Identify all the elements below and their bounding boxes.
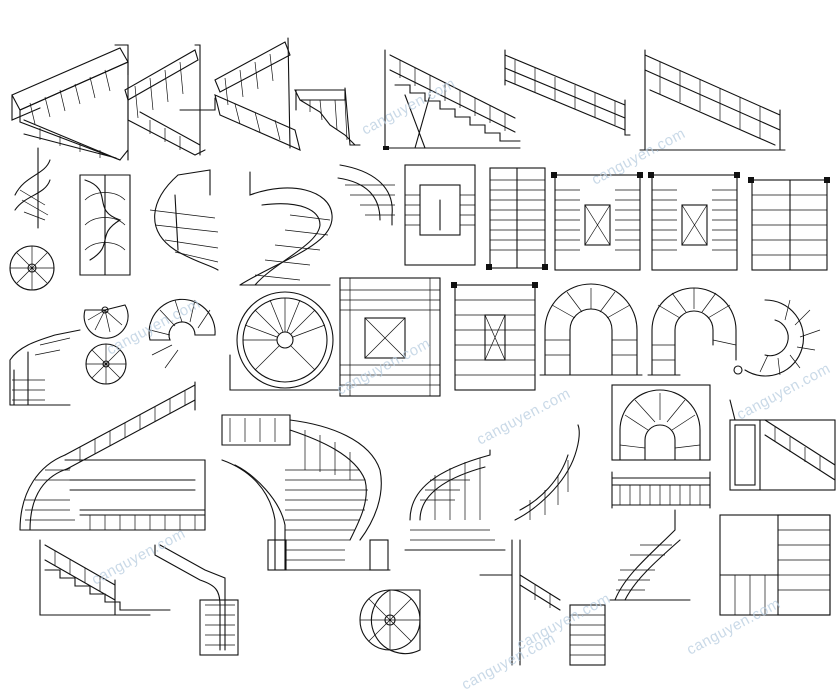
stair-perspective-1 bbox=[11, 44, 129, 161]
spiral-stair-plan-arch bbox=[611, 384, 711, 461]
watermark-1: canguyen.com bbox=[359, 75, 458, 139]
stair-elevation-2 bbox=[504, 49, 631, 136]
watermark-7: canguyen.com bbox=[89, 525, 188, 589]
grand-staircase-elevation-2 bbox=[221, 414, 391, 571]
balustrade-elevation bbox=[611, 471, 711, 509]
curved-stair-elevation-2 bbox=[239, 171, 333, 286]
square-stair-plan-2 bbox=[451, 282, 538, 391]
watermark-6: canguyen.com bbox=[734, 360, 833, 424]
double-stair-plan-2 bbox=[648, 172, 740, 271]
spiral-stair-plan-bottom bbox=[359, 589, 421, 655]
spiral-stair-plan-small bbox=[9, 245, 55, 291]
double-stair-plan-1 bbox=[551, 172, 643, 271]
watermark-9: canguyen.com bbox=[684, 595, 783, 659]
watermark-layer: canguyen.com canguyen.com canguyen.com c… bbox=[89, 75, 833, 694]
stair-elevation-1 bbox=[383, 49, 521, 150]
curved-stair-elevation-5 bbox=[514, 424, 580, 521]
curved-stair-elevation-3 bbox=[337, 164, 395, 226]
arch-stair-plan-1 bbox=[539, 283, 643, 376]
watermark-5: canguyen.com bbox=[474, 385, 573, 449]
grand-staircase-elevation-1 bbox=[19, 381, 206, 531]
stair-perspective-3 bbox=[179, 37, 301, 151]
arch-stair-plan-2 bbox=[647, 287, 737, 376]
u-stair-plan-1 bbox=[404, 164, 476, 266]
straight-stair-plan-1 bbox=[486, 167, 548, 270]
watermark-2: canguyen.com bbox=[589, 125, 688, 189]
watermark-3: canguyen.com bbox=[104, 295, 203, 359]
double-stair-plan-3 bbox=[748, 177, 830, 271]
curved-stair-elevation-4 bbox=[404, 449, 506, 551]
spiral-stair-plan-quarter bbox=[83, 304, 129, 339]
stair-elevation-bottom-2 bbox=[479, 539, 606, 666]
stair-elevation-bottom-1 bbox=[39, 539, 171, 616]
stair-elevation-right-1 bbox=[729, 399, 836, 491]
stair-elevation-small-left bbox=[9, 329, 81, 406]
watermark-4: canguyen.com bbox=[334, 335, 433, 399]
stair-perspective-2 bbox=[124, 44, 206, 156]
spiral-stair-elevation-small bbox=[14, 147, 51, 229]
curved-stair-elevation-6 bbox=[609, 509, 691, 601]
l-stair-plan-right bbox=[719, 514, 831, 616]
spiral-stair-plan-2 bbox=[85, 343, 127, 385]
spiral-stair-elevation-2 bbox=[79, 174, 131, 276]
stair-perspective-4 bbox=[294, 87, 361, 146]
spiral-stair-plan-3 bbox=[148, 298, 216, 369]
l-stair-elevation-bottom bbox=[154, 544, 239, 656]
spiral-stair-plan-large bbox=[229, 291, 341, 391]
square-stair-plan-x bbox=[339, 277, 441, 397]
spiral-stair-plan-open bbox=[733, 299, 821, 377]
stair-elevation-3 bbox=[639, 49, 786, 151]
curved-stair-elevation-1 bbox=[149, 169, 219, 271]
watermark-10: canguyen.com bbox=[459, 630, 558, 694]
